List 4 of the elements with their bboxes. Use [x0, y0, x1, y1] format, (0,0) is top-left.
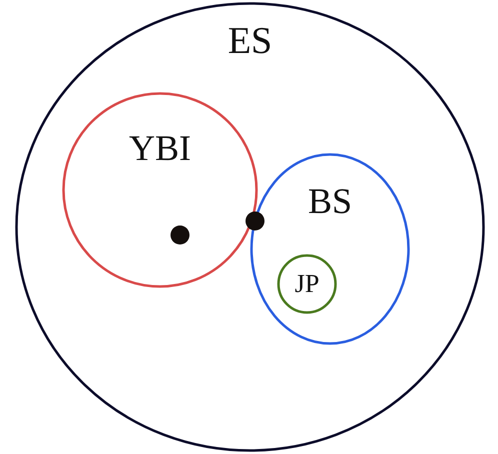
set-label: ES: [228, 22, 272, 60]
set-label: JP: [294, 271, 320, 297]
set-label: YBI: [129, 130, 191, 166]
set-label: BS: [308, 183, 352, 219]
